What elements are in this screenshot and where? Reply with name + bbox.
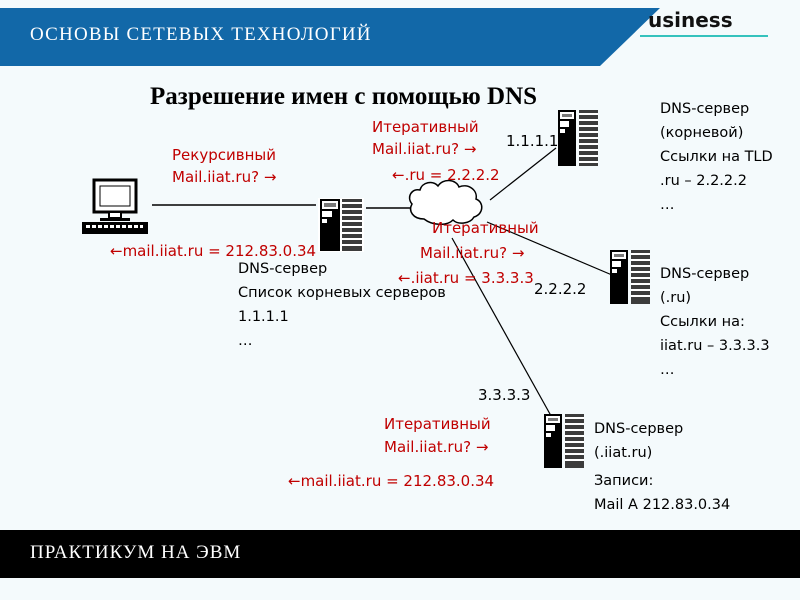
local-server-line3: 1.1.1.1 [238,309,289,325]
authoritative-server-address: 3.3.3.3 [478,386,531,404]
iterative-tld-line2: Mail.iiat.ru? → [420,244,525,262]
local-dns-server-icon [316,196,366,254]
local-server-line2: Список корневых серверов [238,285,446,301]
iterative-auth-line2: Mail.iiat.ru? → [384,438,489,456]
root-server-line4: .ru – 2.2.2.2 [660,173,747,189]
tld-server-line1: DNS-сервер [660,266,750,282]
header-blue-shape [0,8,660,66]
local-server-line1: DNS-сервер [238,261,328,277]
iterative-root-line3: ←.ru = 2.2.2.2 [392,166,500,184]
desktop-computer-icon [78,178,152,238]
recursive-query-line1: Рекурсивный [172,146,276,164]
tld-server-line3: Ссылки на: [660,314,745,330]
footer-band [0,530,800,578]
iterative-root-line1: Итеративный [372,118,479,136]
authoritative-server-line2: (.iiat.ru) [594,445,653,461]
iterative-tld-line1: Итеративный [432,219,539,237]
local-server-line4: … [238,333,253,349]
page-title: Разрешение имен с помощью DNS [150,83,538,110]
authoritative-server-line3: Записи: [594,473,654,489]
authoritative-server-line1: DNS-сервер [594,421,684,437]
tld-server-address: 2.2.2.2 [534,280,587,298]
root-server-line3: Ссылки на TLD [660,149,773,165]
root-dns-server-icon [556,108,602,168]
brand-word: usiness [648,8,733,32]
root-server-line2: (корневой) [660,125,744,141]
cloud-icon [408,179,483,226]
header-band [0,8,800,66]
iterative-auth-line1: Итеративный [384,415,491,433]
authoritative-server-line4: Mail A 212.83.0.34 [594,497,731,513]
iterative-root-line2: Mail.iiat.ru? → [372,140,477,158]
recursive-query-line2: Mail.iiat.ru? → [172,168,277,186]
tld-server-line5: … [660,362,675,378]
header-title: ОСНОВЫ СЕТЕВЫХ ТЕХНОЛОГИЙ [30,24,372,45]
root-server-address: 1.1.1.1 [506,132,559,150]
footer-title: ПРАКТИКУМ НА ЭВМ [30,542,242,563]
tld-dns-server-icon [608,248,654,306]
iterative-tld-line3: ←.iiat.ru = 3.3.3.3 [398,269,534,287]
root-server-line5: … [660,197,675,213]
client-answer-label: ←mail.iiat.ru = 212.83.0.34 [110,242,317,260]
root-server-line1: DNS-сервер [660,101,750,117]
authoritative-dns-server-icon [542,412,588,470]
tld-server-line4: iiat.ru – 3.3.3.3 [660,338,770,354]
authoritative-answer-label: ←mail.iiat.ru = 212.83.0.34 [288,472,495,490]
tld-server-line2: (.ru) [660,290,692,306]
brand-underline [640,35,768,37]
